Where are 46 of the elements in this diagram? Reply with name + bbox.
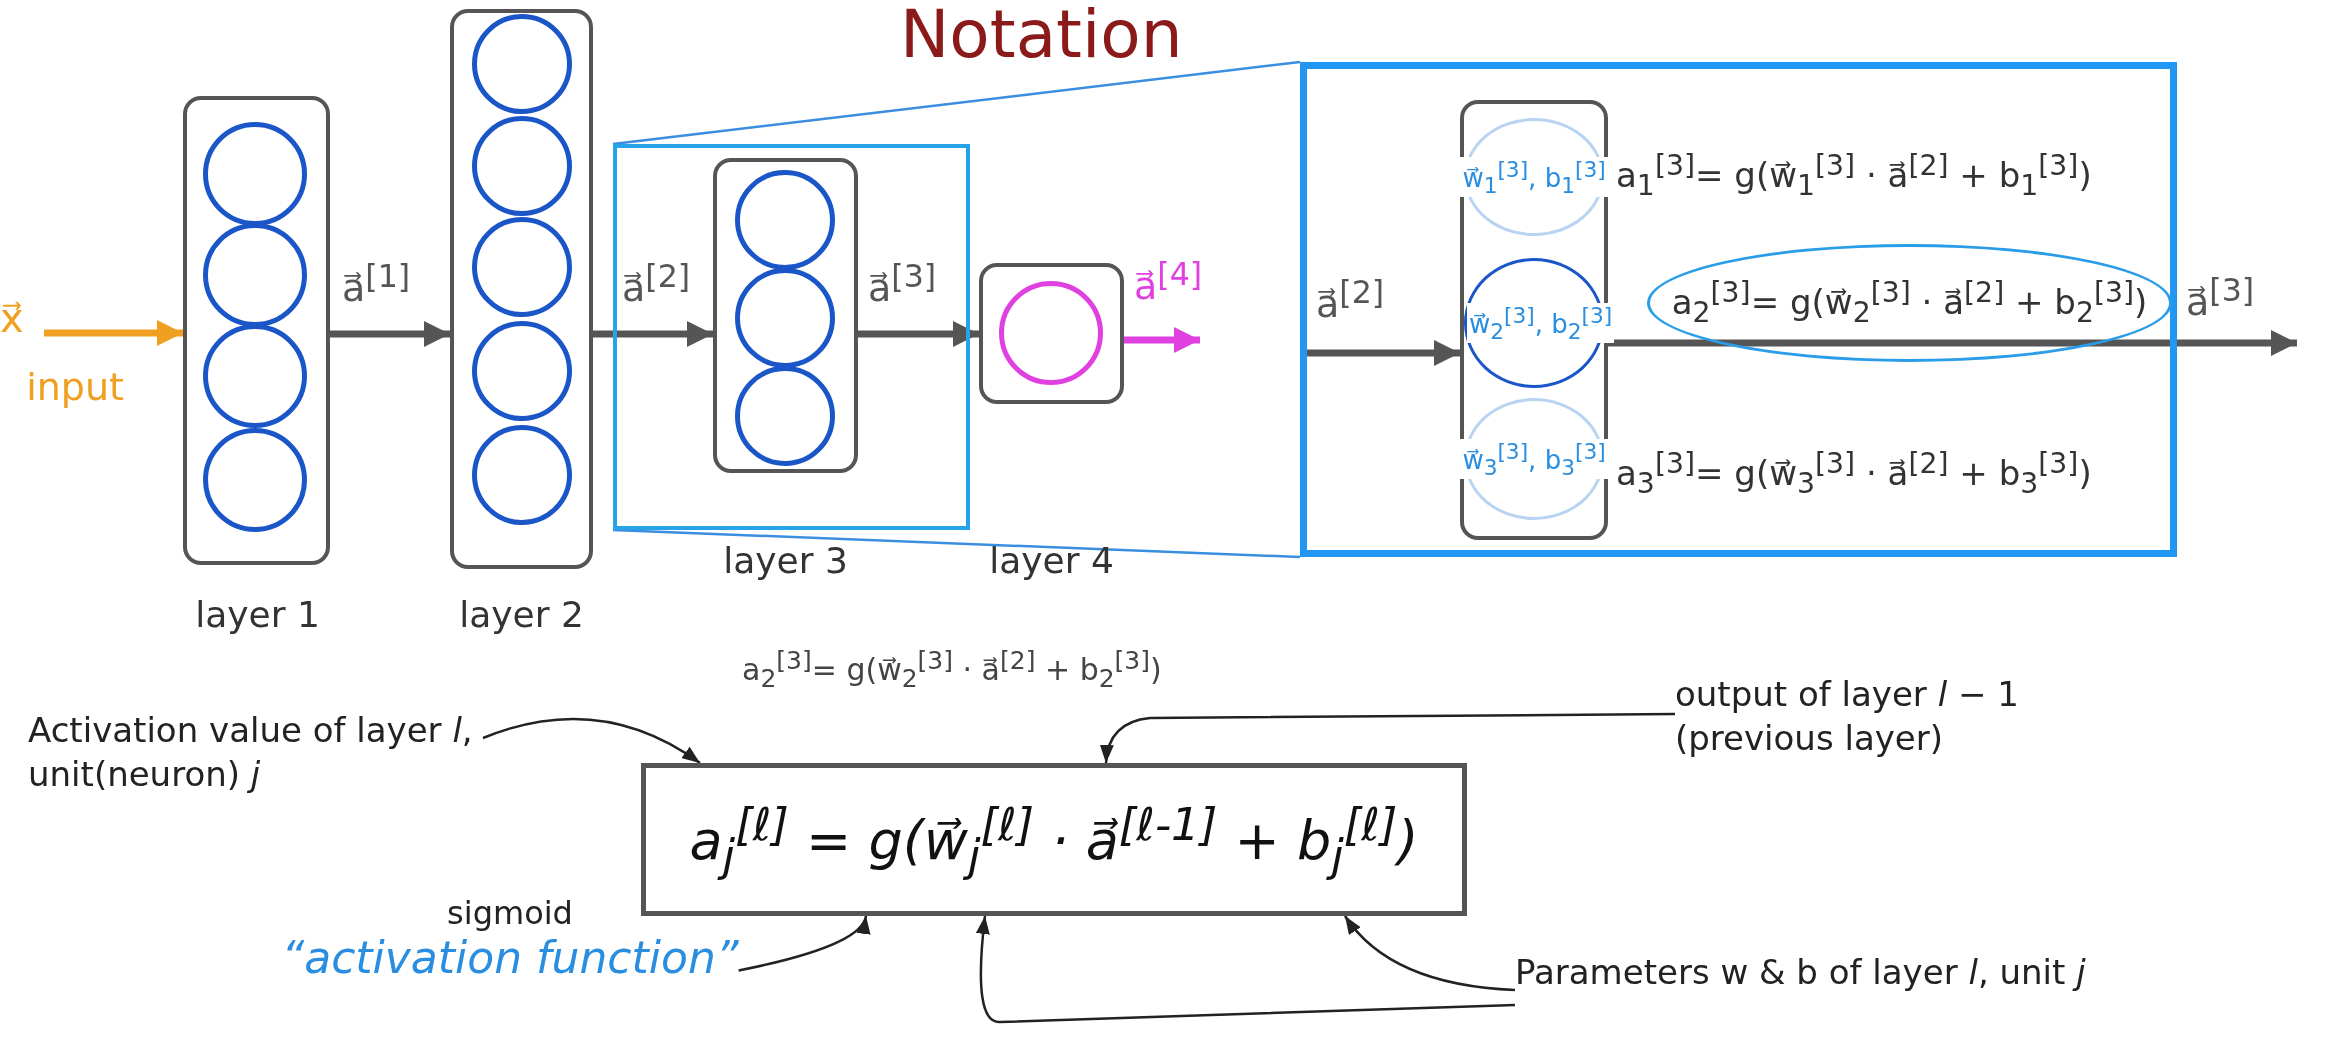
projection-line xyxy=(612,60,1301,146)
edge-label: a⃗$^{[3]}$ xyxy=(2186,272,2255,324)
neuron-circle xyxy=(203,324,307,428)
neuron-circle xyxy=(472,321,572,421)
neuron-circle xyxy=(472,425,572,525)
annotation-text: Parameters w & b of layer l, unit j xyxy=(1515,950,2320,1005)
neuron-circle xyxy=(735,170,835,270)
neuron-circle xyxy=(203,428,307,532)
edge-label: a⃗$^{[2]}$ xyxy=(622,258,691,310)
curved-arrow xyxy=(1344,915,1516,992)
curved-arrow xyxy=(1100,712,1675,764)
input-label: input xyxy=(25,364,125,411)
curved-arrow xyxy=(738,915,868,972)
layer-label: layer 2 xyxy=(458,593,585,637)
layer-label: layer 4 xyxy=(988,539,1115,583)
formula-box xyxy=(641,763,1467,916)
neuron-circle xyxy=(472,14,572,114)
equation-text: a$_{3}$$^{[3]}$= g(w⃗$_{3}$$^{[3]}$ · a⃗$^{[2]}$ + b$_{3}$$^{[3]}$) xyxy=(1616,446,2093,492)
edge-label: a⃗$^{[3]}$ xyxy=(868,258,937,310)
curved-arrow xyxy=(482,717,701,765)
output-neuron-circle xyxy=(999,281,1103,385)
neuron-circle xyxy=(472,116,572,216)
detail-panel xyxy=(1300,62,2177,557)
projection-line xyxy=(612,528,1301,559)
highlight-ellipse xyxy=(1647,244,2172,362)
edge-label: a⃗$^{[2]}$ xyxy=(1316,274,1385,326)
equation-text: a$_{2}$$^{[3]}$= g(w⃗$_{2}$$^{[3]}$ · a⃗$^{[2]}$ + b$_{2}$$^{[3]}$) xyxy=(742,646,1162,693)
neuron-circle xyxy=(472,217,572,317)
neuron-circle xyxy=(203,122,307,226)
annotation-text: Activation value of layer l, unit(neuron) j xyxy=(28,708,483,838)
annotation-text: sigmoid xyxy=(447,893,573,932)
layer-label: layer 1 xyxy=(194,593,321,637)
edge-label: a⃗$^{[4]}$ xyxy=(1134,256,1203,308)
formula-text: a$_{j}$$^{[ℓ]}$ = g(w⃗$_{j}$$^{[ℓ]}$ · a⃗$^{[ℓ-1]}$ + b$_{j}$$^{[ℓ]}$) xyxy=(689,797,1419,882)
slide-title: Notation xyxy=(900,0,1183,73)
equation-text: a$_{1}$$^{[3]}$= g(w⃗$_{1}$$^{[3]}$ · a⃗$^{[2]}$ + b$_{1}$$^{[3]}$) xyxy=(1616,148,2093,194)
layer-label: layer 3 xyxy=(722,539,849,583)
neuron-circle xyxy=(735,268,835,368)
neuron-circle xyxy=(735,366,835,466)
edge-label: a⃗$^{[1]}$ xyxy=(342,258,411,310)
curved-arrow xyxy=(976,915,1516,1024)
neuron-circle xyxy=(203,223,307,327)
arrow xyxy=(1608,330,2297,356)
annotation-text: output of layer l − 1 (previous layer) xyxy=(1675,672,2155,777)
equation-text: a$_{2}$$^{[3]}$= g(w⃗$_{2}$$^{[3]}$ · a⃗$^{[2]}$ + b$_{2}$$^{[3]}$) xyxy=(1671,276,2148,330)
handwritten-text: “activation function” xyxy=(281,931,739,983)
